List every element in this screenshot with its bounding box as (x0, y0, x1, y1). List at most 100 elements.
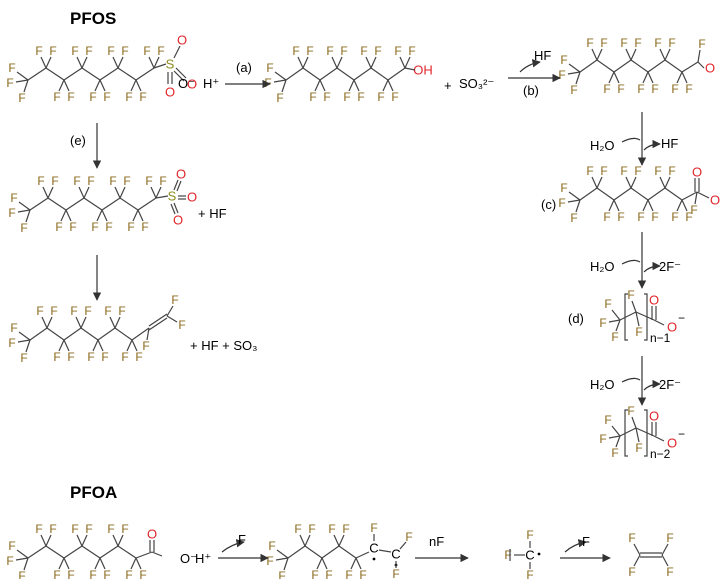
bond (575, 71, 581, 85)
bond (131, 339, 138, 352)
bond (17, 209, 31, 213)
fluorine-atom: F (668, 164, 675, 178)
bond (304, 534, 311, 547)
bond (302, 56, 309, 69)
bond (302, 67, 321, 81)
fluorine-atom: F (87, 350, 94, 364)
bond (18, 331, 31, 341)
fluorine-atom: F (634, 36, 641, 50)
pfoa-carboxylate-charge: O⁻ (180, 551, 197, 566)
fluorine-atom: F (357, 90, 364, 104)
fluorine-atom: F (8, 206, 15, 220)
bond (46, 316, 53, 329)
bond (81, 534, 88, 547)
fluorine-atom: F (617, 82, 624, 96)
bond (568, 63, 581, 73)
bond (47, 197, 67, 211)
bond (630, 48, 637, 61)
plus-so3-sign: + (444, 78, 452, 93)
bond (23, 557, 29, 571)
bond (387, 67, 406, 81)
bond (63, 79, 70, 92)
bond (83, 186, 90, 199)
fluorine-atom: F (67, 350, 74, 364)
bond (148, 317, 168, 331)
bond (404, 56, 411, 69)
fluorine-atom: F (276, 91, 283, 105)
bond (664, 48, 671, 61)
fluorine-atom: F (343, 90, 350, 104)
bond (42, 186, 49, 199)
bond (630, 187, 649, 201)
bond (80, 316, 87, 329)
bond (399, 56, 406, 69)
bond (275, 557, 289, 561)
bond (681, 71, 688, 84)
repeat-bracket-left (624, 409, 628, 457)
bond (58, 79, 65, 92)
bond (681, 191, 698, 201)
oxygen-atom: O (177, 33, 187, 48)
fluorine-atom: F (323, 90, 330, 104)
oxygen-atom: O (187, 77, 197, 92)
fluorine-atom: F (374, 44, 381, 58)
oxygen-atom: O (187, 190, 197, 205)
fluorine-atom: F (586, 36, 593, 50)
oxygen-atom: O (705, 61, 715, 76)
fluorine-atom: F (325, 568, 332, 579)
bond (273, 79, 287, 83)
bond (567, 199, 581, 203)
h2o-3: H₂O (590, 377, 615, 392)
bond (694, 191, 698, 205)
bond (117, 56, 124, 69)
fluorine-atom: F (603, 210, 610, 224)
bond (611, 425, 621, 437)
bond (615, 435, 621, 448)
bond (608, 71, 615, 84)
fluorine-atom: F (18, 569, 25, 579)
bond (596, 48, 603, 61)
bond (348, 79, 355, 92)
fluorine-atom: F (637, 82, 644, 96)
radical-dot (537, 552, 541, 556)
fluorine-atom: F (121, 350, 128, 364)
bond (117, 545, 137, 559)
fluorine-atom: F (178, 318, 185, 332)
fluorine-atom: F (635, 441, 642, 455)
radical-dot (372, 557, 376, 561)
bond (27, 545, 47, 559)
fluorine-atom: F (105, 220, 112, 234)
bond (287, 545, 306, 559)
twof-2-curve (643, 379, 661, 391)
bond (613, 199, 620, 212)
fluorine-atom: F (685, 82, 692, 96)
bond (613, 59, 632, 73)
fluorine-atom: F (628, 565, 635, 579)
fluorine-atom: F (408, 44, 415, 58)
bond (653, 319, 665, 326)
fluorine-atom: F (603, 82, 610, 96)
bond (40, 534, 47, 547)
pfoa-title: PFOA (70, 483, 117, 502)
fluorine-atom: F (570, 83, 577, 97)
fluorine-atom: F (143, 44, 150, 58)
fluorine-atom: F (570, 211, 577, 225)
bond (568, 191, 581, 201)
bond (297, 56, 304, 69)
two-f-minus-2: 2F⁻ (659, 377, 681, 392)
carbon-radical: C (369, 541, 378, 556)
bond (114, 327, 133, 341)
bond (41, 316, 48, 329)
bond (633, 554, 641, 567)
fluorine-atom: F (55, 220, 62, 234)
fluorine-atom: F (171, 293, 178, 307)
bond (659, 176, 666, 189)
fluorine-atom: F (118, 304, 125, 318)
bond (135, 79, 142, 92)
bond (153, 56, 160, 69)
fluorine-atom: F (8, 539, 15, 553)
fluorine-atom: F (103, 90, 110, 104)
fluorine-atom: F (377, 90, 384, 104)
